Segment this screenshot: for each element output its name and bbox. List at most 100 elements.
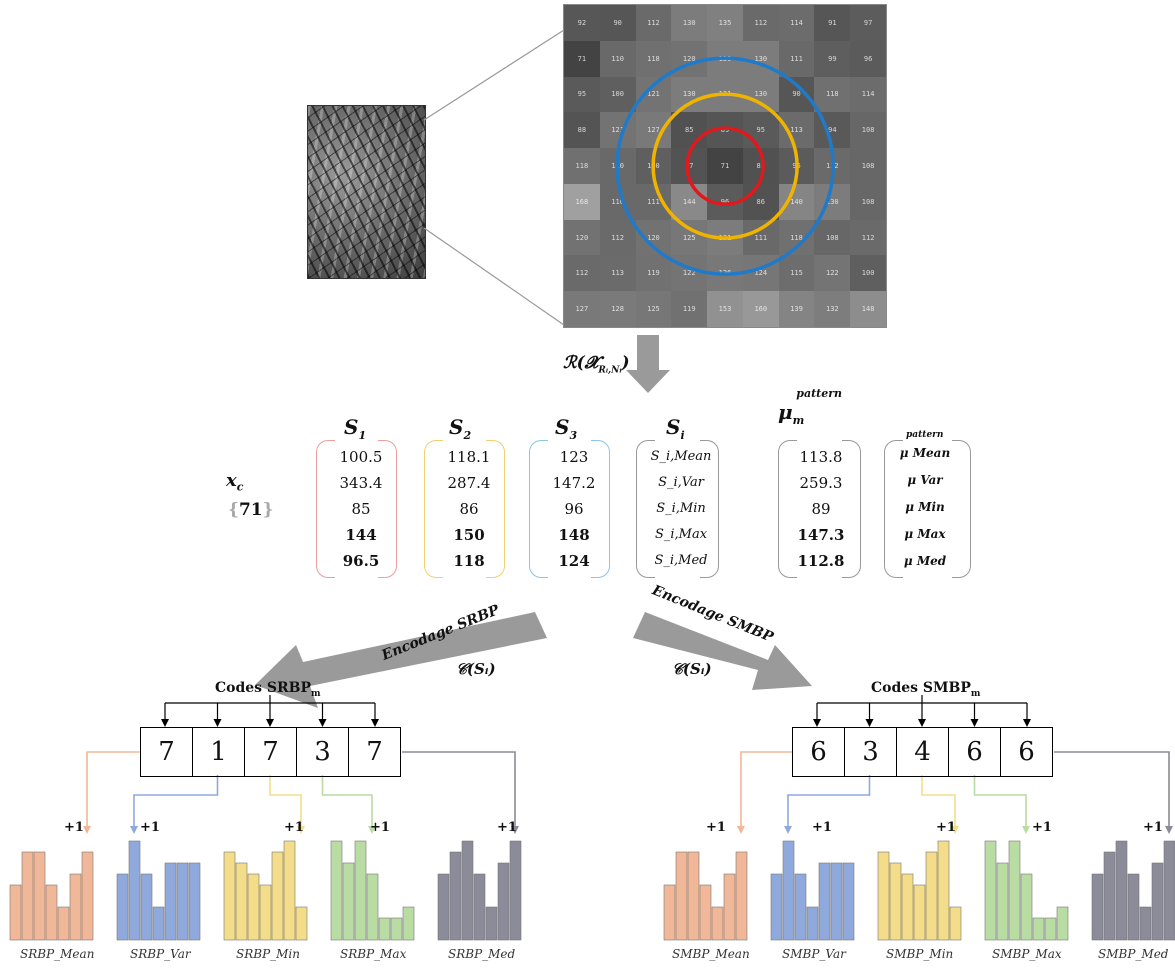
smbp-tick-head-0 (813, 719, 821, 727)
grid-cell: 119 (671, 291, 708, 327)
bracket-si-left (636, 440, 655, 578)
srbp-hist-3-bar-5 (390, 917, 403, 941)
srbp-hist-2-bar-2 (247, 873, 260, 941)
srbp-hist-1-bar-6 (188, 862, 201, 941)
grid-cell: 95 (742, 112, 779, 149)
smbp-hist-1-bar-6 (842, 862, 855, 941)
srbp-hist-0-bar-3 (45, 884, 58, 941)
srbp-tick-head-0 (161, 719, 169, 727)
column-head-s1: S1 (344, 415, 367, 442)
label-srbp-med: SRBP_Med (448, 947, 516, 961)
smbp-hist-2-bar-2 (901, 873, 914, 941)
smbp-code-3: 6 (948, 728, 1000, 776)
grid-cell: 115 (778, 255, 815, 292)
grid-cell: 121 (599, 112, 636, 149)
smbp-hist-3-bar-5 (1044, 917, 1057, 941)
grid-cell: 95 (564, 76, 600, 113)
plus-one-srbp-med: +1 (497, 820, 517, 835)
smbp-hist-2-bar-4 (925, 851, 938, 941)
smbp-hist-0-bar-1 (675, 851, 688, 941)
grid-cell: 108 (850, 148, 886, 184)
smbp-hist-0-bar-0 (663, 884, 676, 941)
bracket-mu-left (778, 440, 797, 578)
srbp-hist-3-bar-0 (330, 840, 343, 941)
grid-cell: 121 (635, 76, 672, 113)
grid-cell: 125 (635, 291, 672, 327)
smbp-hist-3-bar-3 (1020, 873, 1033, 941)
grid-cell: 114 (778, 5, 815, 41)
srbp-tick-head-4 (371, 719, 379, 727)
srbp-hist-3-bar-6 (402, 906, 415, 941)
code-connectors (161, 695, 1031, 727)
smbp-hist-1-bar-4 (818, 862, 831, 941)
grid-cell: 91 (814, 5, 851, 41)
encode-fn-right: 𝒞(Sᵢ) (672, 660, 712, 678)
grid-cell: 118 (564, 148, 600, 184)
plus-one-smbp-max: +1 (1032, 820, 1052, 835)
srbp-hist-4-bar-2 (461, 840, 474, 941)
srbp-link-head-0 (83, 826, 91, 834)
label-smbp-min: SMBP_Min (886, 947, 954, 961)
smbp-hist-4-bar-5 (1151, 862, 1164, 941)
smbp-tick-head-1 (865, 719, 874, 727)
grid-cell: 88 (564, 112, 600, 149)
grid-cell: 111 (778, 40, 815, 77)
smbp-hist-2-bar-6 (949, 906, 962, 941)
smbp-link-1 (787, 775, 871, 830)
srbp-code-3: 3 (296, 728, 348, 776)
srbp-code-0: 7 (158, 737, 175, 767)
srbp-hist-3-bar-1 (342, 862, 355, 941)
smbp-link-head-2 (951, 826, 959, 834)
grid-cell: 71 (707, 148, 743, 184)
smbp-hist-1-bar-0 (770, 873, 783, 941)
left-encode-arrow (255, 612, 547, 708)
histograms (9, 751, 1175, 941)
srbp-hist-2-bar-4 (271, 851, 284, 941)
grid-cell: 113 (778, 112, 815, 149)
column-head-s2: S2 (449, 415, 472, 442)
smbp-hist-2-bar-1 (889, 862, 902, 941)
srbp-hist-3-bar-4 (378, 917, 391, 941)
srbp-code-2: 7 (244, 728, 296, 776)
down-arrow (626, 335, 670, 393)
bracket-s3-left (529, 440, 548, 578)
smbp-hist-1-bar-5 (830, 862, 843, 941)
grid-cell: 108 (850, 183, 886, 220)
plus-one-smbp-mean: +1 (706, 820, 726, 835)
label-smbp-mean: SMBP_Mean (672, 947, 750, 961)
grid-cell: 111 (635, 183, 672, 220)
column-head-mu: μmpattern (778, 387, 843, 427)
srbp-code-4: 7 (348, 728, 400, 776)
column-head-si: Si (666, 415, 685, 442)
smbp-codes-title: Codes SMBPm (871, 680, 981, 699)
bracket-mu-right (842, 440, 861, 578)
grid-cell: 130 (671, 76, 708, 113)
grid-cell: 122 (814, 255, 851, 292)
bark-texture-image (307, 105, 426, 279)
label-srbp-mean: SRBP_Mean (20, 947, 95, 961)
grid-cell: 86 (742, 183, 779, 220)
neighborhood-rings (615, 56, 835, 276)
ring-3 (615, 56, 835, 276)
bracket-s1-left (316, 440, 335, 578)
grid-cell: 99 (814, 40, 851, 77)
smbp-hist-1-bar-2 (794, 873, 807, 941)
grid-cell: 127 (564, 291, 600, 327)
srbp-tick-head-2 (266, 719, 274, 727)
srbp-hist-2-bar-1 (235, 862, 248, 941)
bracket-musym-right (952, 440, 971, 578)
smbp-hist-0-bar-5 (723, 873, 736, 941)
smbp-code-4: 6 (1000, 728, 1052, 776)
plus-one-srbp-mean: +1 (64, 820, 84, 835)
grid-cell: 120 (635, 219, 672, 256)
srbp-hist-1-bar-2 (140, 873, 153, 941)
srbp-hist-4-bar-3 (473, 873, 486, 941)
srbp-hist-2-bar-3 (259, 884, 272, 941)
srbp-hist-0-bar-1 (21, 851, 34, 941)
smbp-tick-head-4 (1023, 719, 1031, 727)
